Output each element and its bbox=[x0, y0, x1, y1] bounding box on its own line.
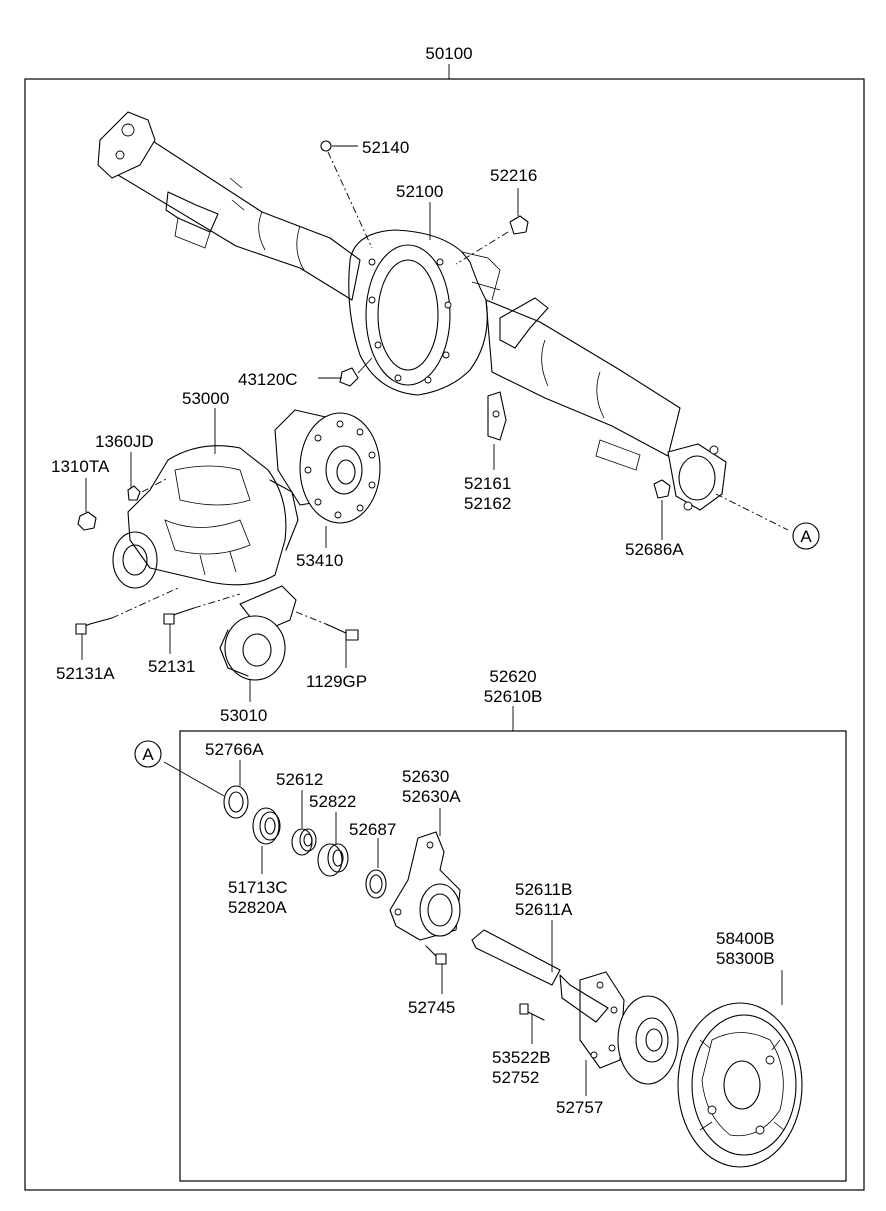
callout-52766A: 52766A bbox=[205, 740, 264, 759]
callout-58300B: 58300B bbox=[716, 949, 775, 968]
callout-52611B: 52611B bbox=[515, 880, 572, 899]
callout-52162: 52162 bbox=[464, 494, 511, 513]
callout-53000: 53000 bbox=[182, 389, 229, 408]
leader-lines bbox=[81, 145, 783, 1096]
callout-1360JD: 1360JD bbox=[95, 432, 154, 451]
callout-52630A: 52630A bbox=[402, 787, 461, 806]
pinion-support-drawing bbox=[75, 585, 359, 681]
callout-43120C: 43120C bbox=[238, 370, 298, 389]
callout-52687: 52687 bbox=[349, 820, 396, 839]
reference-marker-lower: A bbox=[134, 740, 162, 768]
differential-case-drawing bbox=[274, 409, 381, 524]
callout-52161: 52161 bbox=[464, 474, 511, 493]
callout-53410: 53410 bbox=[296, 551, 343, 570]
main-assembly-number: 50100 bbox=[425, 44, 472, 63]
callout-53010: 53010 bbox=[220, 706, 267, 725]
callout-52686A: 52686A bbox=[625, 540, 684, 559]
callout-52630: 52630 bbox=[402, 767, 449, 786]
callout-52757: 52757 bbox=[556, 1098, 603, 1117]
callout-52611A: 52611A bbox=[515, 900, 573, 919]
callout-1129GP: 1129GP bbox=[306, 672, 367, 691]
callout-58400B: 58400B bbox=[716, 929, 775, 948]
callout-52752: 52752 bbox=[492, 1068, 539, 1087]
callout-52140: 52140 bbox=[362, 138, 409, 157]
differential-carrier-drawing bbox=[77, 445, 299, 589]
callout-52216: 52216 bbox=[490, 166, 537, 185]
axle-housing-drawing bbox=[97, 111, 789, 531]
reference-marker-upper: A bbox=[792, 522, 820, 550]
callout-labels: 52140 52100 52216 43120C 53000 1360JD 13… bbox=[51, 138, 775, 1117]
callout-51713C: 51713C bbox=[228, 878, 288, 897]
callout-52100: 52100 bbox=[396, 182, 443, 201]
outer-frame bbox=[24, 78, 865, 1191]
callout-53522B: 53522B bbox=[492, 1048, 551, 1067]
sub-assembly-number-2: 52610B bbox=[484, 687, 543, 706]
callout-52820A: 52820A bbox=[228, 898, 287, 917]
callout-52131: 52131 bbox=[148, 657, 195, 676]
sub-assembly-number-1: 52620 bbox=[489, 667, 536, 686]
callout-52612: 52612 bbox=[276, 770, 323, 789]
callout-52745: 52745 bbox=[408, 998, 455, 1017]
callout-52822: 52822 bbox=[309, 792, 356, 811]
hub-parts-drawing bbox=[223, 785, 803, 1168]
reference-marker-upper-label: A bbox=[800, 527, 812, 546]
callout-1310TA: 1310TA bbox=[51, 457, 110, 476]
callout-52131A: 52131A bbox=[56, 664, 115, 683]
reference-marker-lower-label: A bbox=[142, 745, 154, 764]
